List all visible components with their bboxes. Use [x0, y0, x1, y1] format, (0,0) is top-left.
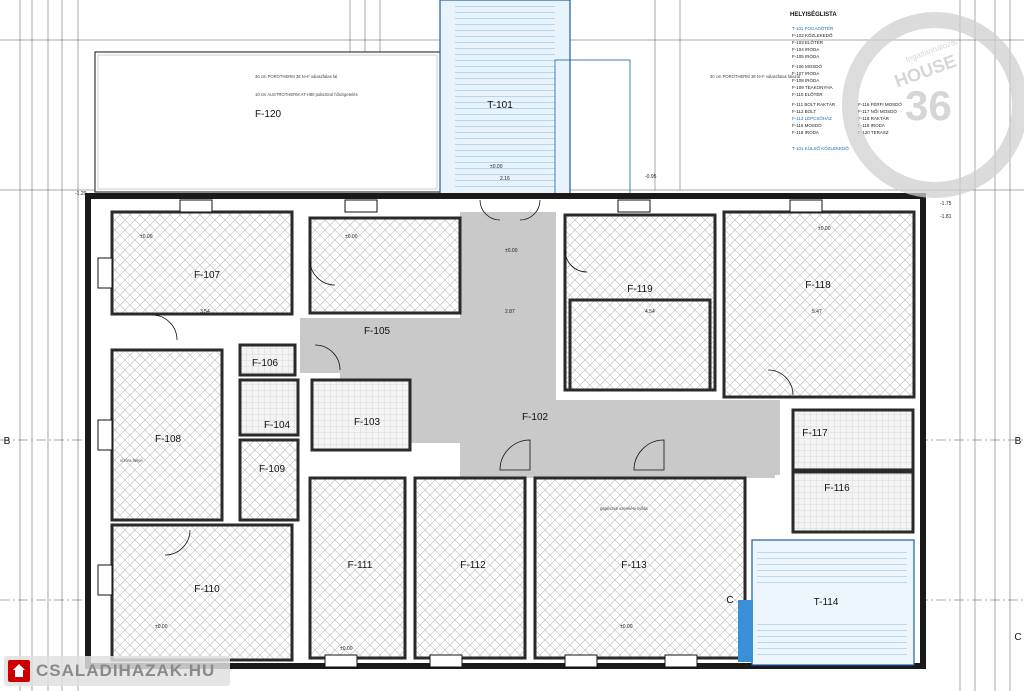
- room-label-f105: F-105: [364, 326, 391, 337]
- house-icon: [8, 660, 30, 682]
- corridor-floor: [300, 212, 780, 478]
- room-label-f118: F-118: [805, 280, 831, 291]
- dim-1: 3.54: [200, 309, 210, 315]
- svg-text:F-104 IRODA: F-104 IRODA: [792, 47, 819, 52]
- windows: [97, 199, 823, 668]
- elevation-m175: -1.75: [940, 201, 952, 207]
- elevation-f110: ±0.00: [155, 624, 168, 630]
- elevation-m095: -0.95: [645, 174, 657, 180]
- dim-3: 4.54: [645, 309, 655, 315]
- svg-text:F-118 IRODA: F-118 IRODA: [792, 130, 819, 135]
- svg-text:F-120 TERASZ: F-120 TERASZ: [858, 130, 889, 135]
- svg-text:F-102 KÖZLEKEDŐ: F-102 KÖZLEKEDŐ: [792, 32, 833, 38]
- construction-notes: 30 cm POROTHERM 38 N+F válaszfalas fal 1…: [120, 74, 801, 511]
- room-label-f111: F-111: [348, 560, 373, 571]
- svg-text:F-113 LÉPCSŐHÁZ: F-113 LÉPCSŐHÁZ: [792, 115, 832, 121]
- elevation-f111: ±0.00: [340, 646, 353, 652]
- svg-text:F-110 ELŐTÉR: F-110 ELŐTÉR: [792, 91, 823, 97]
- legend-row-3: F-111 BOLT RAKTÁR F-112 BOLT F-113 LÉPCS…: [792, 101, 836, 135]
- room-label-f119: F-119: [627, 284, 653, 295]
- room-label-f106: F-106: [252, 358, 279, 369]
- svg-text:F-108 IRODA: F-108 IRODA: [792, 78, 819, 83]
- elevation-f107: ±0.00: [140, 234, 153, 240]
- section-markers: B B C C: [4, 436, 1022, 643]
- room-label-f108: F-108: [155, 434, 182, 445]
- room-label-f120: F-120: [255, 109, 282, 120]
- svg-text:F-107 IRODA: F-107 IRODA: [792, 71, 819, 76]
- room-label-f117: F-117: [802, 428, 828, 439]
- room-label-f102: F-102: [522, 412, 549, 423]
- dim-5: 2.16: [500, 176, 510, 182]
- section-mark-c-right: C: [1014, 632, 1021, 643]
- elevation-stair: ±0.00: [490, 164, 503, 170]
- svg-text:F-116 MOSDÓ: F-116 MOSDÓ: [792, 122, 822, 128]
- svg-text:F-116 FÉRFI MOSDÓ: F-116 FÉRFI MOSDÓ: [858, 101, 902, 107]
- svg-text:T-101 FOGADÓTÉR: T-101 FOGADÓTÉR: [792, 25, 834, 31]
- room-label-f104: F-104: [264, 420, 291, 431]
- elevation-marks: ±0.00 ±0.00 ±0.00 ±0.00 ±0.00 ±0.00 ±0.0…: [75, 164, 952, 652]
- legend-row-5: T-101 KÜLSŐ KÖZLEKEDŐ: [792, 145, 849, 151]
- dimension-labels: 3.54 2.87 4.54 5.47 2.16: [200, 176, 822, 315]
- legend-row-2: F-106 MOSDÓ F-107 IRODA F-108 IRODA F-10…: [792, 63, 833, 97]
- svg-text:F-109 TEAKONYHA: F-109 TEAKONYHA: [792, 85, 833, 90]
- room-label-f113: F-113: [621, 560, 647, 571]
- room-label-f116: F-116: [824, 483, 850, 494]
- elevation-m120: -1.20: [75, 191, 87, 197]
- elevation-f118: ±0.00: [818, 226, 831, 232]
- note-2: 10 cm AUSTROTHERM AT-H80 polisztirol hős…: [255, 92, 358, 97]
- svg-text:F-105 IRODA: F-105 IRODA: [792, 54, 819, 59]
- elevation-f113: ±0.00: [620, 624, 633, 630]
- room-label-f112: F-112: [460, 560, 486, 571]
- legend-title: HELYISÉGLISTA: [790, 10, 837, 18]
- room-label-t114: T-114: [814, 597, 839, 608]
- legend-row-4: F-116 FÉRFI MOSDÓ F-117 NŐI MOSDÓ F-118 …: [858, 101, 902, 135]
- room-labels: F-120 T-101 F-107 F-105 F-106 F-104 F-10…: [155, 100, 850, 608]
- svg-text:T-101 KÜLSŐ KÖZLEKEDŐ: T-101 KÜLSŐ KÖZLEKEDŐ: [792, 145, 849, 151]
- svg-text:F-103 ELŐTÉR: F-103 ELŐTÉR: [792, 39, 824, 45]
- svg-text:F-106 MOSDÓ: F-106 MOSDÓ: [792, 63, 823, 69]
- svg-text:F-119 IRODA: F-119 IRODA: [858, 123, 885, 128]
- room-list-legend: HELYISÉGLISTA T-101 FOGADÓTÉR F-102 KÖZL…: [790, 10, 902, 151]
- dim-4: 5.47: [812, 309, 822, 315]
- note-5: vízóra helye: [120, 458, 143, 463]
- room-floors: [110, 210, 916, 662]
- svg-text:F-112 BOLT: F-112 BOLT: [792, 109, 816, 114]
- section-mark-b-left: B: [4, 436, 11, 447]
- watermark-ring: [842, 12, 1024, 198]
- note-1: 30 cm POROTHERM 38 N+F válaszfalas fal: [255, 74, 337, 79]
- svg-text:F-111 BOLT RAKTÁR: F-111 BOLT RAKTÁR: [792, 101, 836, 107]
- room-label-t101: T-101: [487, 100, 513, 111]
- terrace-outline: [94, 51, 441, 193]
- room-label-f110: F-110: [194, 584, 220, 595]
- note-4: gépészeti szerelési nyílás: [600, 506, 648, 511]
- room-label-f103: F-103: [354, 417, 381, 428]
- note-3: 30 cm POROTHERM 38 N+F válaszfalas falaz…: [710, 74, 801, 79]
- legend-row-1: T-101 FOGADÓTÉR F-102 KÖZLEKEDŐ F-103 EL…: [792, 25, 834, 59]
- section-mark-b-right: B: [1015, 436, 1022, 447]
- dim-2: 2.87: [505, 309, 515, 315]
- elevation-m181: -1.81: [940, 214, 952, 220]
- badge-text: CSALADIHAZAK.HU: [36, 661, 216, 680]
- section-mark-c-inner: C: [726, 595, 733, 606]
- watermark-number: 36: [905, 82, 952, 129]
- room-label-f107: F-107: [194, 270, 221, 281]
- elevation-f105: ±0.00: [345, 234, 358, 240]
- room-label-f109: F-109: [259, 464, 286, 475]
- source-badge: CSALADIHAZAK.HU: [4, 656, 230, 686]
- elevation-corridor: ±0.00: [505, 248, 518, 254]
- svg-text:F-117 NŐI MOSDÓ: F-117 NŐI MOSDÓ: [858, 108, 897, 114]
- door-swings: [151, 199, 794, 556]
- svg-text:F-118 RAKTÁR: F-118 RAKTÁR: [858, 115, 890, 121]
